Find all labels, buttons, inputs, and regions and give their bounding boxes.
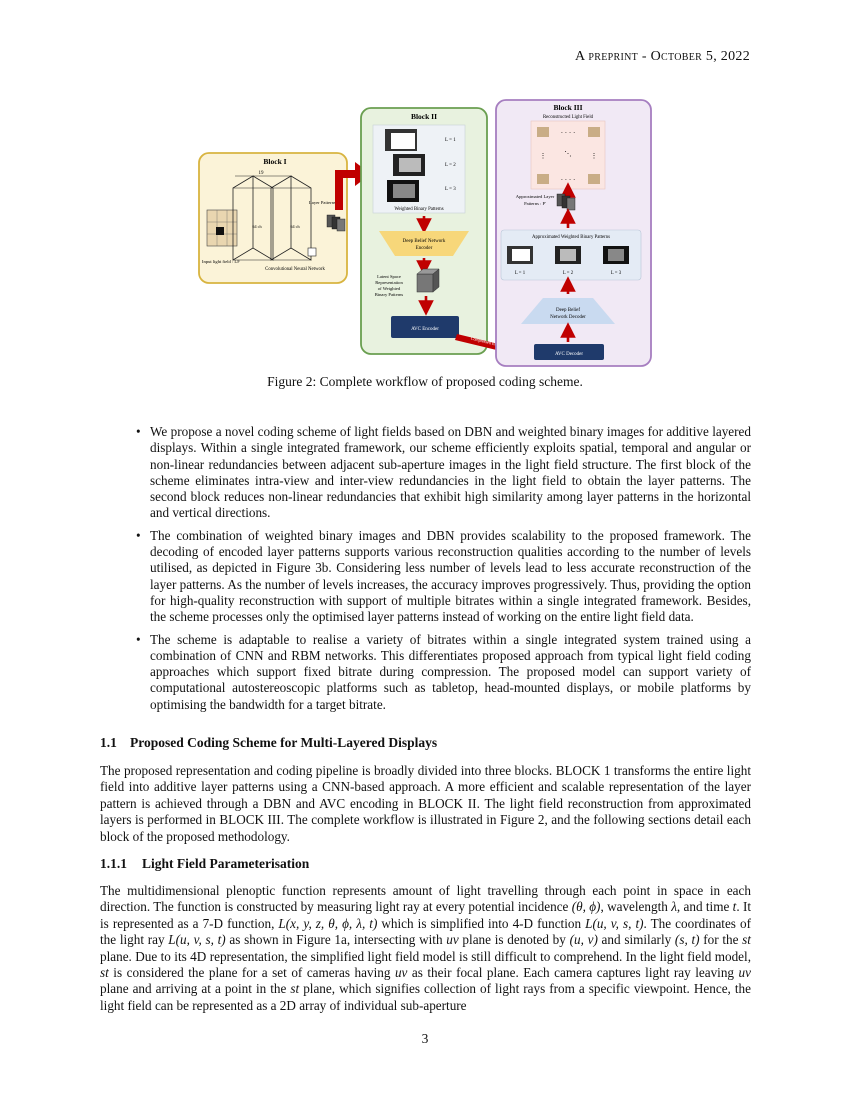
section-number: 1.1 (100, 735, 117, 750)
bullet-text: The combination of weighted binary image… (150, 527, 751, 625)
list-item: •The scheme is adaptable to realise a va… (136, 631, 751, 712)
block3-dbn-decoder-1: Deep Belief (556, 308, 580, 313)
block2-latent-2: Representation (375, 280, 403, 285)
contribution-list: •We propose a novel coding scheme of lig… (136, 424, 751, 719)
block2-L2: L = 2 (445, 163, 456, 168)
svg-text:⋱: ⋱ (565, 150, 572, 158)
section-heading: 1.1 Proposed Coding Scheme for Multi-Laye… (100, 735, 437, 751)
block2-latent-3: of Weighted (378, 286, 401, 291)
block1-ch2: 64 ch (290, 224, 300, 229)
body-paragraph: The proposed representation and coding p… (100, 763, 751, 844)
block3-avc-decoder: AVC Decoder (555, 352, 583, 357)
list-item: •We propose a novel coding scheme of lig… (136, 424, 751, 521)
svg-text:⋮: ⋮ (540, 152, 547, 160)
workflow-diagram: Block I Input light field : LF 19 64 ch … (198, 99, 652, 367)
block1-title: Block I (263, 157, 286, 166)
block3-approx-layer-2: Patterns : P' (524, 201, 546, 206)
block1-input-label: Input light field : LF (202, 259, 240, 264)
block2-weighted-label: Weighted Binary Patterns (394, 207, 443, 212)
block2-dbn-encoder-1: Deep Belief Network (403, 239, 446, 244)
block3-title: Block III (554, 103, 583, 112)
svg-text:· · · ·: · · · · (561, 176, 576, 184)
list-item: •The combination of weighted binary imag… (136, 527, 751, 625)
figure-caption: Figure 2: Complete workflow of proposed … (267, 374, 583, 389)
block1-cnn-label: Convolutional Neural Network (265, 267, 325, 272)
block2-L1: L = 1 (445, 138, 456, 143)
block1-ch1: 64 ch (252, 224, 262, 229)
subsection-number: 1.1.1 (100, 856, 127, 871)
page-number: 3 (421, 1031, 429, 1046)
subsection-title: Light Field Parameterisation (142, 856, 310, 871)
bullet-text: We propose a novel coding scheme of ligh… (150, 424, 751, 521)
block3-approx-layer-1: Approximated Layer (516, 194, 555, 199)
workflow-figure: Block I Input light field : LF 19 64 ch … (195, 98, 655, 368)
block3-recon-label: Reconstructed Light Field (543, 115, 594, 120)
block2-L3: L = 3 (445, 187, 456, 192)
block1-num-top: 19 (259, 171, 265, 176)
block3-dbn-decoder-2: Network Decoder (550, 315, 586, 320)
bullet-text: The scheme is adaptable to realise a var… (150, 631, 751, 712)
block3-L1: L = 1 (515, 271, 526, 276)
svg-text:⋮: ⋮ (591, 152, 598, 160)
block3-approx-weighted: Approximated Weighted Binary Patterns (532, 235, 610, 240)
svg-text:· · · ·: · · · · (561, 129, 576, 137)
subsection-heading: 1.1.1 Light Field Parameterisation (100, 856, 309, 872)
block2-latent-4: Binary Patterns (375, 292, 404, 297)
section-title: Proposed Coding Scheme for Multi-Layered… (130, 735, 438, 750)
block2-dbn-encoder-2: Encoder (416, 246, 433, 251)
block2-title: Block II (411, 112, 437, 121)
block3-L2: L = 2 (563, 271, 574, 276)
block2-latent-1: Latent Space (377, 274, 401, 279)
running-header: A preprint - October 5, 2022 (574, 49, 750, 64)
body-paragraph: The multidimensional plenoptic function … (100, 883, 752, 1013)
block2-avc-encoder: AVC Encoder (411, 327, 439, 332)
block1-layer-label: Layer Patterns : P (309, 200, 342, 205)
block3-L3: L = 3 (611, 271, 622, 276)
